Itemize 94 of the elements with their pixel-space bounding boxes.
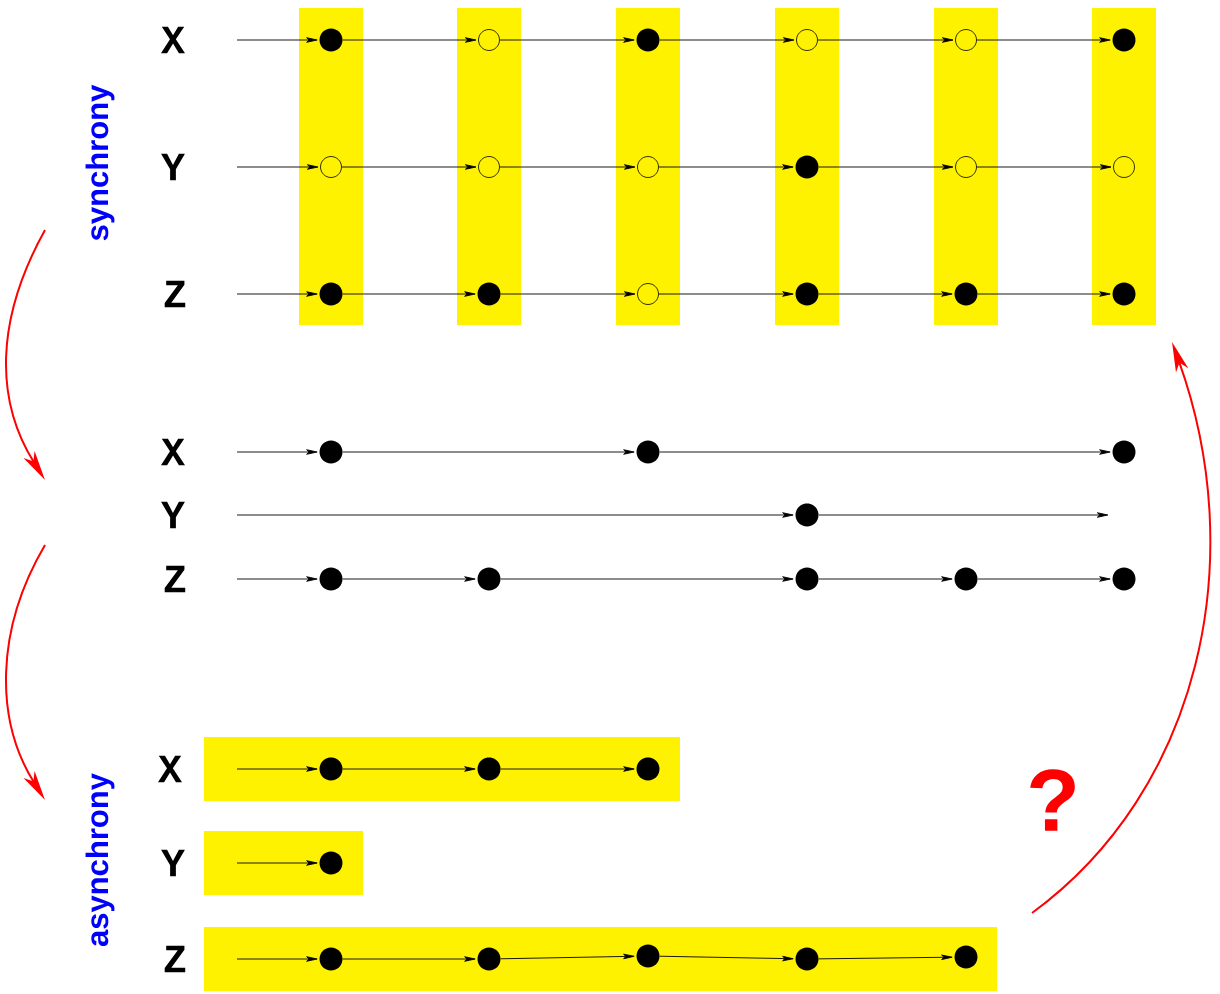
arrow xyxy=(499,164,636,170)
hollow-dot xyxy=(637,283,659,305)
arrow xyxy=(818,954,953,961)
arrow xyxy=(236,576,318,582)
filled-dot xyxy=(1112,440,1136,464)
filled-dot xyxy=(477,282,501,306)
hollow-dot xyxy=(955,156,977,178)
arrow xyxy=(342,956,476,962)
filled-dot xyxy=(1112,567,1136,591)
arrow xyxy=(500,766,635,772)
arrow xyxy=(658,291,794,297)
row-label: X xyxy=(158,755,182,783)
filled-dot xyxy=(319,851,343,875)
filled-dot xyxy=(636,28,660,52)
filled-dot xyxy=(636,757,660,781)
filled-dot xyxy=(954,282,978,306)
highlight-band xyxy=(299,8,363,325)
arrow xyxy=(236,291,318,297)
filled-dot xyxy=(319,947,343,971)
hollow-dot xyxy=(1113,156,1135,178)
arrow xyxy=(342,576,476,582)
arrow xyxy=(818,576,953,582)
hollow-dot xyxy=(478,29,500,51)
row-label: Y xyxy=(161,849,185,877)
highlight-band xyxy=(457,8,521,325)
filled-dot xyxy=(636,440,660,464)
arrow xyxy=(236,449,318,455)
arrow xyxy=(236,860,318,866)
arrow xyxy=(500,576,794,582)
hollow-dot xyxy=(637,156,659,178)
filled-dot xyxy=(795,947,819,971)
highlight-band xyxy=(616,8,680,325)
arrow xyxy=(500,953,635,960)
arrow xyxy=(500,291,636,297)
arrow xyxy=(818,291,953,297)
row-label: X xyxy=(161,438,185,466)
arrow xyxy=(977,576,1111,582)
filled-dot xyxy=(319,440,343,464)
arrow xyxy=(659,449,1111,455)
row-label: Y xyxy=(161,501,185,529)
arrow xyxy=(236,956,318,962)
hollow-dot xyxy=(955,29,977,51)
arrow xyxy=(658,164,794,170)
row-label: X xyxy=(161,26,185,54)
arrow xyxy=(499,37,635,43)
highlight-band xyxy=(934,8,998,325)
arrow xyxy=(236,766,318,772)
filled-dot xyxy=(319,282,343,306)
filled-dot xyxy=(477,947,501,971)
arrow xyxy=(236,512,794,518)
row-label: Z xyxy=(164,280,186,308)
filled-dot xyxy=(636,944,660,968)
filled-dot xyxy=(319,757,343,781)
highlight-band xyxy=(775,8,839,325)
filled-dot xyxy=(477,757,501,781)
arrow xyxy=(976,164,1112,170)
filled-dot xyxy=(319,567,343,591)
arrow xyxy=(818,512,1109,518)
row-label: Z xyxy=(164,565,186,593)
filled-dot xyxy=(795,155,819,179)
arrow xyxy=(341,164,477,170)
hollow-dot xyxy=(796,29,818,51)
arrow xyxy=(236,37,318,43)
side-label: asynchrony xyxy=(85,773,115,947)
hollow-dot xyxy=(320,156,342,178)
highlight-band xyxy=(204,831,363,895)
filled-dot xyxy=(954,945,978,969)
highlight-band xyxy=(204,927,997,991)
side-label: synchrony xyxy=(85,84,115,241)
filled-dot xyxy=(795,282,819,306)
arrow xyxy=(817,37,954,43)
highlight-band xyxy=(1092,8,1156,325)
highlight-band xyxy=(204,737,680,801)
arrow xyxy=(342,766,476,772)
row-label: Z xyxy=(164,945,186,973)
arrow xyxy=(236,164,319,170)
arrow xyxy=(342,449,635,455)
filled-dot xyxy=(1112,282,1136,306)
arrow xyxy=(342,37,477,43)
filled-dot xyxy=(954,567,978,591)
filled-dot xyxy=(477,567,501,591)
arrow xyxy=(342,291,476,297)
arrow xyxy=(977,291,1111,297)
question-mark: ? xyxy=(1030,769,1075,831)
filled-dot xyxy=(319,28,343,52)
arrow xyxy=(818,164,954,170)
filled-dot xyxy=(1112,28,1136,52)
arrow xyxy=(659,955,794,962)
arrow xyxy=(659,37,795,43)
row-label: Y xyxy=(161,153,185,181)
hollow-dot xyxy=(478,156,500,178)
filled-dot xyxy=(795,503,819,527)
arrow xyxy=(976,37,1111,43)
filled-dot xyxy=(795,567,819,591)
